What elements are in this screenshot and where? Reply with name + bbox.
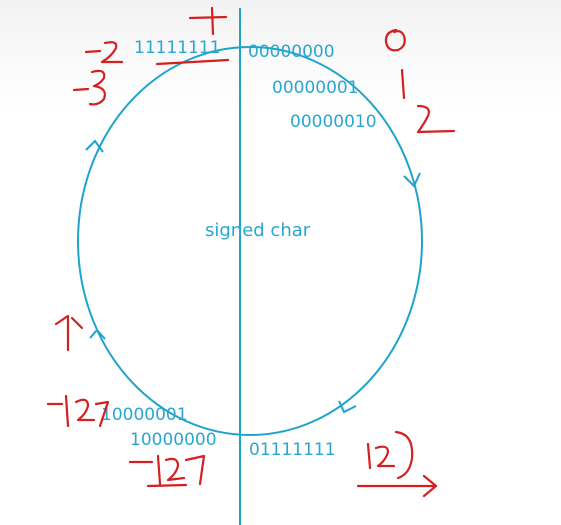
arrow-left-bottom (89, 328, 106, 340)
binary-label-zero: 00000000 (248, 42, 335, 62)
arrow-right-bottom (338, 400, 357, 414)
binary-label-minus-127: 10000001 (101, 405, 188, 425)
binary-label-one: 00000001 (272, 78, 359, 98)
handwritten-minus-three-mark (72, 69, 106, 106)
handwritten-twelve-mark (366, 442, 396, 470)
handwritten-zero-mark (384, 28, 406, 52)
binary-label-top-left: 11111111 (134, 38, 221, 58)
binary-label-minus-128: 10000000 (130, 430, 217, 450)
handwritten-two-mark (416, 104, 456, 134)
arrow-right-top (403, 172, 421, 188)
binary-label-127: 01111111 (249, 440, 336, 460)
handwritten-bracket-arrow (356, 430, 438, 498)
handwritten-minus-127-mark (46, 394, 110, 428)
center-label: signed char (205, 220, 311, 241)
handwritten-underline (155, 58, 230, 66)
handwritten-minus-128-mark (128, 454, 206, 488)
arrow-left-top (85, 139, 104, 153)
handwritten-one-mark (400, 68, 406, 100)
value-circle (77, 46, 423, 436)
handwritten-minus-two-mark (84, 41, 124, 64)
handwritten-minus-one-mark (188, 6, 228, 36)
handwritten-left-one-mark (54, 314, 84, 352)
binary-label-two: 00000010 (290, 112, 377, 132)
